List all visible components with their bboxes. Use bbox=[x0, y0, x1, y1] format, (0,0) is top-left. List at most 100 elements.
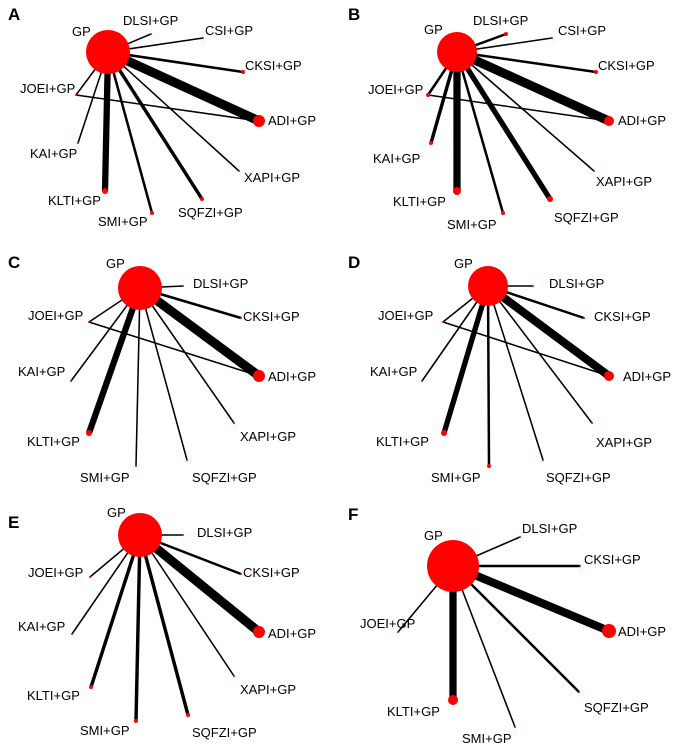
node-dlsi-gp bbox=[504, 32, 508, 36]
edge-gp-to-xapi-gp bbox=[456, 51, 595, 172]
label-kai-gp: KAI+GP bbox=[18, 364, 65, 379]
edge-gp-to-sqfzi-gp bbox=[487, 285, 544, 461]
node-joei-gp bbox=[426, 93, 430, 97]
node-gp bbox=[427, 540, 479, 592]
edge-gp-to-sqfzi-gp bbox=[139, 287, 188, 461]
node-dlsi-gp bbox=[150, 33, 152, 35]
edge-gp-to-xapi-gp bbox=[487, 285, 593, 424]
node-adi-gp bbox=[602, 624, 616, 638]
node-kai-gp bbox=[429, 141, 433, 145]
edge-gp-to-adi-gp bbox=[137, 531, 262, 636]
node-klti-gp bbox=[441, 430, 447, 436]
label-adi-gp: ADI+GP bbox=[268, 113, 316, 128]
node-kai-gp bbox=[71, 633, 73, 635]
node-sqfzi-gp bbox=[186, 713, 190, 717]
label-sqfzi-gp: SQFZI+GP bbox=[554, 210, 619, 225]
panel-letter-b: B bbox=[348, 5, 360, 24]
label-sqfzi-gp: SQFZI+GP bbox=[178, 205, 243, 220]
panel-d: GPDLSI+GPCKSI+GPADI+GPXAPI+GPSQFZI+GPSMI… bbox=[370, 256, 671, 485]
label-xapi-gp: XAPI+GP bbox=[244, 170, 300, 185]
edge-gp-to-smi-gp bbox=[486, 285, 491, 467]
edge-gp-to-cksi-gp bbox=[107, 50, 244, 74]
edge-gp-to-smi-gp bbox=[134, 534, 142, 722]
edge-gp-to-adi-gp bbox=[451, 562, 611, 635]
node-smi-gp bbox=[514, 726, 516, 728]
node-adi-gp bbox=[253, 370, 265, 382]
node-klti-gp bbox=[102, 188, 108, 194]
node-sqfzi-gp bbox=[186, 459, 188, 461]
node-joei-gp bbox=[75, 94, 77, 96]
label-adi-gp: ADI+GP bbox=[268, 626, 316, 641]
node-sqfzi-gp bbox=[542, 459, 544, 461]
label-xapi-gp: XAPI+GP bbox=[596, 174, 652, 189]
label-sqfzi-gp: SQFZI+GP bbox=[584, 700, 649, 715]
node-csi-gp bbox=[551, 37, 553, 39]
label-smi-gp: SMI+GP bbox=[98, 214, 148, 229]
label-smi-gp: SMI+GP bbox=[80, 723, 130, 738]
node-xapi-gp bbox=[593, 170, 595, 172]
label-xapi-gp: XAPI+GP bbox=[596, 435, 652, 450]
node-cksi-gp bbox=[240, 317, 242, 319]
label-joei-gp: JOEI+GP bbox=[28, 565, 83, 580]
label-joei-gp: JOEI+GP bbox=[378, 308, 433, 323]
node-kai-gp bbox=[70, 380, 72, 382]
node-xapi-gp bbox=[591, 422, 593, 424]
node-cksi-gp bbox=[594, 70, 598, 74]
node-smi-gp bbox=[487, 464, 491, 468]
label-kai-gp: KAI+GP bbox=[18, 619, 65, 634]
label-dlsi-gp: DLSI+GP bbox=[473, 13, 528, 28]
edge-gp-to-klti-gp bbox=[86, 286, 143, 435]
node-xapi-gp bbox=[233, 422, 235, 424]
node-gp bbox=[86, 30, 130, 74]
label-kai-gp: KAI+GP bbox=[370, 364, 417, 379]
edge-joei-gp-to-adi-gp bbox=[427, 94, 610, 122]
label-gp: GP bbox=[424, 22, 443, 37]
node-smi-gp bbox=[135, 465, 137, 467]
node-joei-gp bbox=[88, 321, 90, 323]
edge-gp-to-adi-gp bbox=[137, 284, 262, 380]
node-gp bbox=[437, 32, 477, 72]
label-dlsi-gp: DLSI+GP bbox=[123, 13, 178, 28]
edge-gp-to-cksi-gp bbox=[456, 50, 597, 74]
edge-gp-to-klti-gp bbox=[89, 534, 142, 688]
panel-a: GPDLSI+GPCSI+GPCKSI+GPADI+GPXAPI+GPSQFZI… bbox=[20, 13, 316, 229]
node-adi-gp bbox=[253, 626, 265, 638]
node-gp bbox=[468, 266, 508, 306]
panel-letter-f: F bbox=[348, 505, 358, 524]
edge-joei-gp-to-adi-gp bbox=[75, 94, 260, 122]
edge-gp-to-smi-gp bbox=[135, 287, 141, 467]
label-cksi-gp: CKSI+GP bbox=[243, 565, 300, 580]
edge-gp-to-sqfzi-gp bbox=[454, 50, 553, 201]
node-klti-gp bbox=[448, 695, 458, 705]
node-smi-gp bbox=[501, 211, 505, 215]
label-dlsi-gp: DLSI+GP bbox=[197, 525, 252, 540]
label-sqfzi-gp: SQFZI+GP bbox=[546, 470, 611, 485]
label-smi-gp: SMI+GP bbox=[462, 731, 512, 745]
label-klti-gp: KLTI+GP bbox=[387, 704, 440, 719]
node-adi-gp bbox=[604, 116, 614, 126]
label-klti-gp: KLTI+GP bbox=[393, 194, 446, 209]
node-joei-gp bbox=[397, 631, 399, 633]
edge-gp-to-adi-gp bbox=[485, 282, 612, 380]
label-dlsi-gp: DLSI+GP bbox=[522, 521, 577, 536]
label-csi-gp: CSI+GP bbox=[205, 23, 253, 38]
node-cksi-gp bbox=[240, 573, 242, 575]
label-smi-gp: SMI+GP bbox=[80, 470, 130, 485]
node-gp bbox=[118, 513, 162, 557]
label-klti-gp: KLTI+GP bbox=[27, 434, 80, 449]
label-joei-gp: JOEI+GP bbox=[360, 616, 415, 631]
node-klti-gp bbox=[86, 430, 92, 436]
panel-letter-a: A bbox=[8, 5, 20, 24]
label-xapi-gp: XAPI+GP bbox=[240, 682, 296, 697]
node-dlsi-gp bbox=[182, 534, 184, 536]
label-kai-gp: KAI+GP bbox=[373, 151, 420, 166]
node-klti-gp bbox=[453, 187, 461, 195]
label-adi-gp: ADI+GP bbox=[623, 369, 671, 384]
label-gp: GP bbox=[106, 256, 125, 271]
label-dlsi-gp: DLSI+GP bbox=[549, 276, 604, 291]
label-sqfzi-gp: SQFZI+GP bbox=[192, 470, 257, 485]
node-adi-gp bbox=[604, 371, 614, 381]
panel-e: GPDLSI+GPCKSI+GPADI+GPXAPI+GPSQFZI+GPSMI… bbox=[18, 505, 316, 740]
